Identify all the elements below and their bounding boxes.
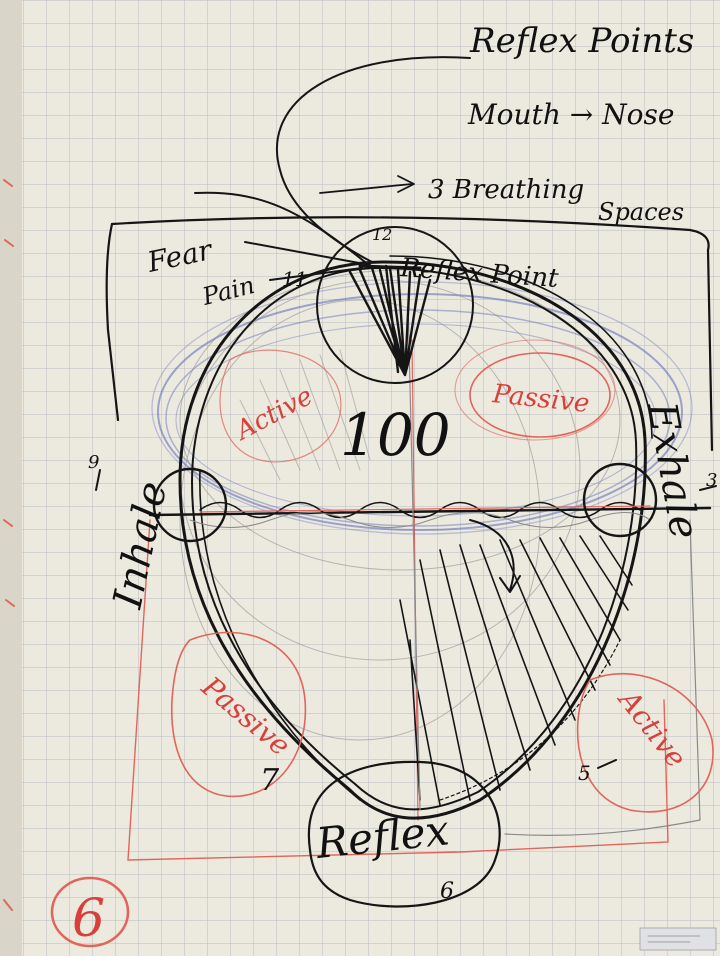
- six-text: 6: [440, 879, 454, 904]
- seven-text: 7: [260, 763, 280, 798]
- nine-text: 9: [88, 452, 99, 473]
- breathing-spaces-text: 3 Breathing: [428, 175, 584, 205]
- three-text: 3: [706, 470, 717, 491]
- pain-suffix-text: 11: [282, 267, 307, 291]
- left-shadow-sheets: [0, 0, 22, 956]
- subtitle-text: Mouth → Nose: [467, 98, 674, 131]
- hundred-text: 100: [340, 401, 451, 469]
- five-text: 5: [578, 761, 591, 785]
- title-text: Reflex Points: [469, 21, 694, 61]
- page-number-text: 6: [72, 889, 105, 949]
- twelve-text: 12: [372, 225, 392, 244]
- corner-stamp: [640, 928, 716, 950]
- breathing-spaces-text-2: Spaces: [598, 198, 684, 226]
